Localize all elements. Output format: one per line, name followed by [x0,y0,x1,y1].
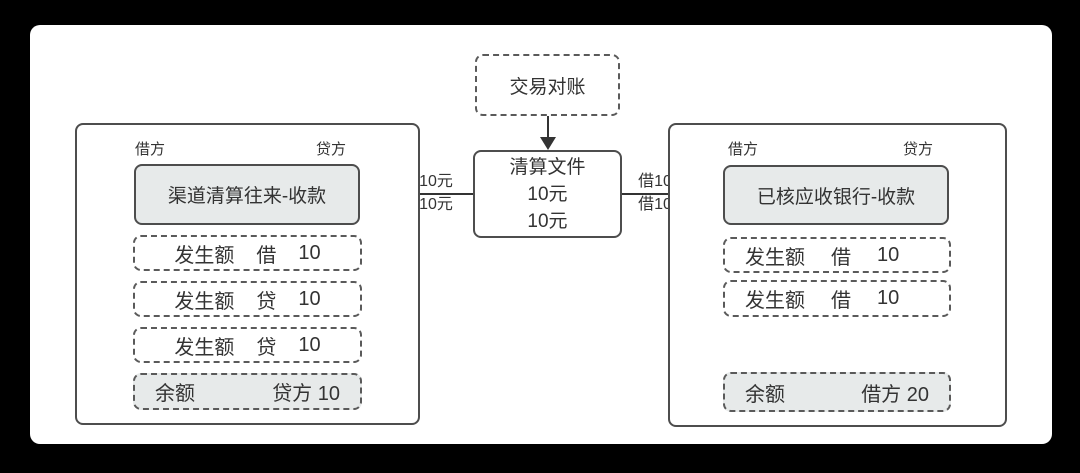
left-credit-header: 贷方 [315,141,346,158]
clearing-file-amount-2: 10元 [527,210,568,232]
row-amount: 10 [298,241,321,264]
right-arrow-line [622,193,708,195]
left-account-panel: 借方 贷方 渠道清算往来-收款 发生额 借 10 发生额 贷 10 发生额 贷 … [75,123,420,425]
diagram-canvas: 交易对账 清算文件 10元 10元 贷10元 贷10元 借10元 借10元 借方… [30,25,1052,444]
right-account-title-label: 已核应收银行-收款 [756,186,916,208]
row-amount: 10 [877,287,900,309]
left-entry-row-2: 发生额 贷 10 [133,281,362,317]
left-account-title-label: 渠道清算往来-收款 [167,186,327,207]
left-entry-row-1: 发生额 借 10 [133,235,362,271]
left-account-title: 渠道清算往来-收款 [134,164,360,225]
clearing-file-title: 清算文件 [509,156,586,178]
balance-label: 余额 [745,383,785,406]
balance-value: 借方 20 [861,383,929,406]
row-amount: 10 [298,333,321,356]
row-side: 借 [256,244,277,267]
right-balance-row: 余额 借方 20 [723,372,951,412]
left-debit-header: 借方 [135,141,166,158]
clearing-file-amount-1: 10元 [527,183,568,205]
clearing-file-node: 清算文件 10元 10元 [473,150,622,238]
right-credit-header: 贷方 [902,141,933,158]
left-balance-row: 余额 贷方 10 [133,373,362,410]
row-side: 借 [831,290,851,312]
right-account-title: 已核应收银行-收款 [723,165,949,225]
balance-value: 贷方 10 [272,383,340,405]
down-arrow-line [547,116,549,139]
reconciliation-label: 交易对账 [509,76,586,98]
right-account-panel: 借方 贷方 已核应收银行-收款 发生额 借 10 发生额 借 10 余额 借方 … [668,123,1007,427]
row-label: 发生额 [174,336,235,359]
balance-label: 余额 [155,383,195,405]
row-amount: 10 [298,287,321,310]
left-entry-row-3: 发生额 贷 10 [133,327,362,363]
row-side: 贷 [256,290,277,313]
right-entry-row-1: 发生额 借 10 [723,237,951,273]
row-side: 借 [831,246,851,269]
row-amount: 10 [877,243,900,266]
row-label: 发生额 [745,246,805,269]
arrowhead-down-icon [540,137,556,150]
row-label: 发生额 [745,290,805,312]
reconciliation-node: 交易对账 [475,54,620,116]
left-arrow-line [375,193,473,195]
row-side: 贷 [256,336,277,359]
right-debit-header: 借方 [728,141,759,158]
row-label: 发生额 [174,244,235,267]
right-entry-row-2: 发生额 借 10 [723,280,951,317]
row-label: 发生额 [174,290,235,313]
